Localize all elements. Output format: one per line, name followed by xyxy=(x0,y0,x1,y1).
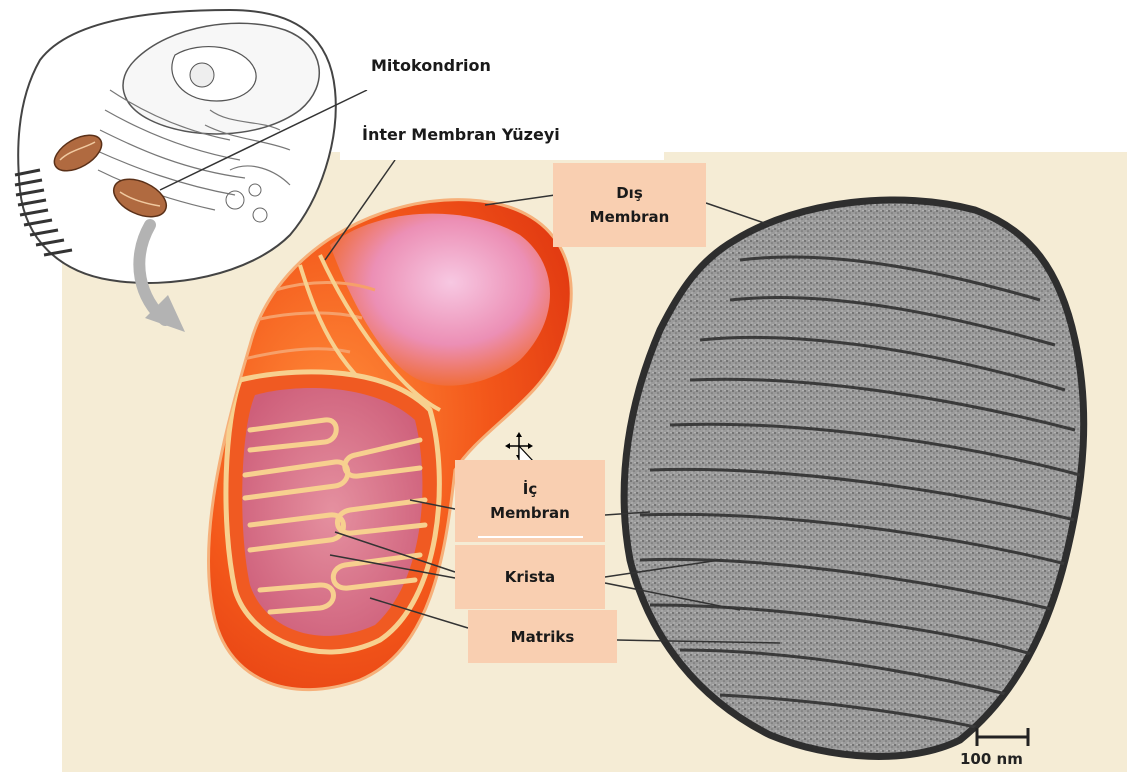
label-inner-membrane: İç Membran xyxy=(455,460,605,542)
label-outer-membrane: Dış Membran xyxy=(553,163,706,247)
scale-bar-label: 100 nm xyxy=(960,750,1023,768)
label-matrix: Matriks xyxy=(468,610,617,663)
label-divider xyxy=(478,536,583,538)
label-intermembrane-space: İnter Membran Yüzeyi xyxy=(340,108,664,160)
label-inner-membrane-line1: İç xyxy=(523,477,537,501)
electron-micrograph xyxy=(624,200,1084,756)
label-inner-membrane-line2: Membran xyxy=(490,501,570,525)
label-crista: Krista xyxy=(455,545,605,609)
label-mitochondrion: Mitokondrion xyxy=(349,40,579,90)
label-outer-membrane-line2: Membran xyxy=(590,205,670,229)
label-outer-membrane-line1: Dış xyxy=(616,181,643,205)
